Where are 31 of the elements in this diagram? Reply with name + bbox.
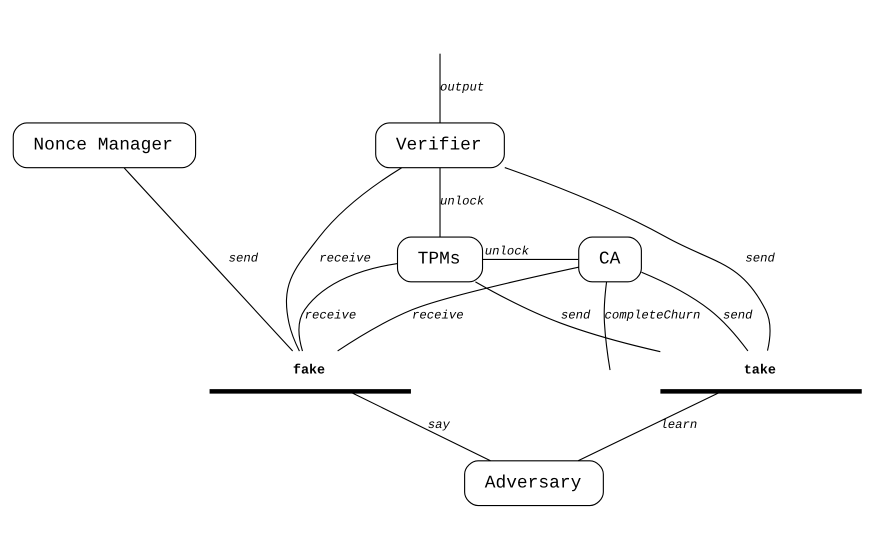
node-box: Adversary [464,460,604,506]
node-text: fake [292,364,326,379]
edge-label: receive [412,308,464,322]
node-box: Verifier [375,122,505,168]
edge-label: completeChurn [604,308,700,322]
node-box: TPMs [396,236,484,282]
edge-label: learn [660,418,698,432]
connector [439,54,441,123]
connector [337,266,579,352]
connector [475,281,660,352]
node-box: CA [578,236,642,282]
edge-label: receive [319,251,371,266]
edge-label: send [723,308,753,322]
connector [641,272,748,352]
edge-label: unlock [440,194,484,208]
connector [439,168,441,237]
connector [298,262,398,352]
connector [604,282,611,370]
edge-label: say [428,418,450,432]
edge-label: receive [304,308,356,322]
edge-label: send [745,251,775,266]
connector [286,167,402,352]
node-box: Nonce Manager [12,122,196,168]
edge-label: send [560,308,590,322]
edge-label: send [228,251,258,266]
edge-label: unlock [484,244,529,259]
edge-label: output [440,80,484,94]
connector [482,258,578,260]
connector [504,167,771,351]
node-text: take [744,364,776,379]
connector [124,168,294,352]
